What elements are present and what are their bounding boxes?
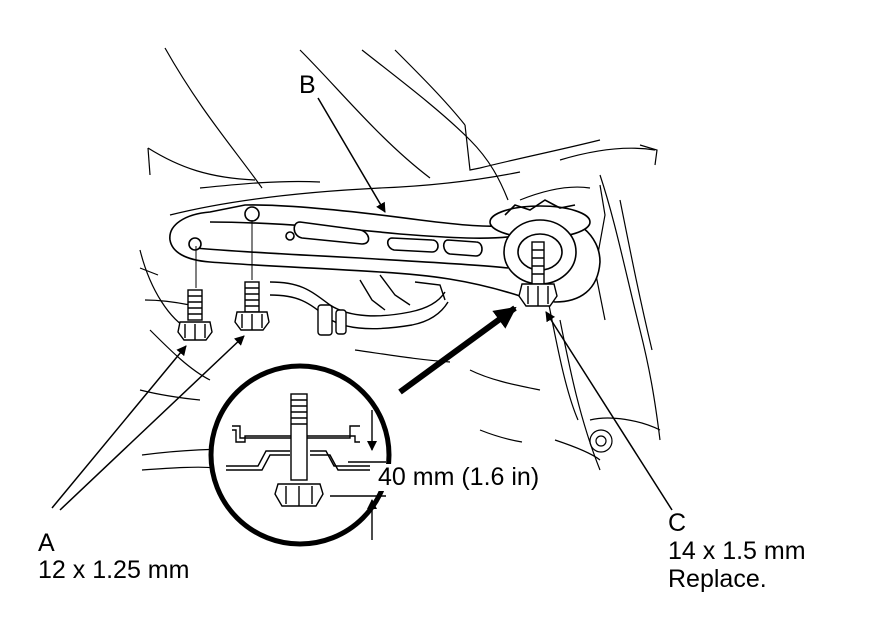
callout-b-letter: B: [299, 71, 316, 99]
detail-pointer-arrow: [398, 305, 517, 395]
leader-lines: [51, 97, 673, 511]
bolt-c: [518, 241, 558, 307]
callout-c-spec: 14 x 1.5 mm: [668, 537, 806, 565]
bolt-a-guides: [195, 220, 253, 288]
bolt-a-left: [177, 289, 213, 341]
callout-a-spec: 12 x 1.25 mm: [38, 556, 190, 584]
detail-dimension-label: 40 mm (1.6 in): [376, 463, 542, 491]
callout-c-letter: C: [668, 509, 687, 537]
brake-line: [269, 274, 449, 336]
callout-c-note: Replace.: [668, 565, 767, 593]
control-arm: [169, 199, 601, 303]
bolt-a-right: [234, 281, 270, 331]
callout-a-letter: A: [38, 529, 55, 557]
detail-view: [208, 363, 392, 547]
